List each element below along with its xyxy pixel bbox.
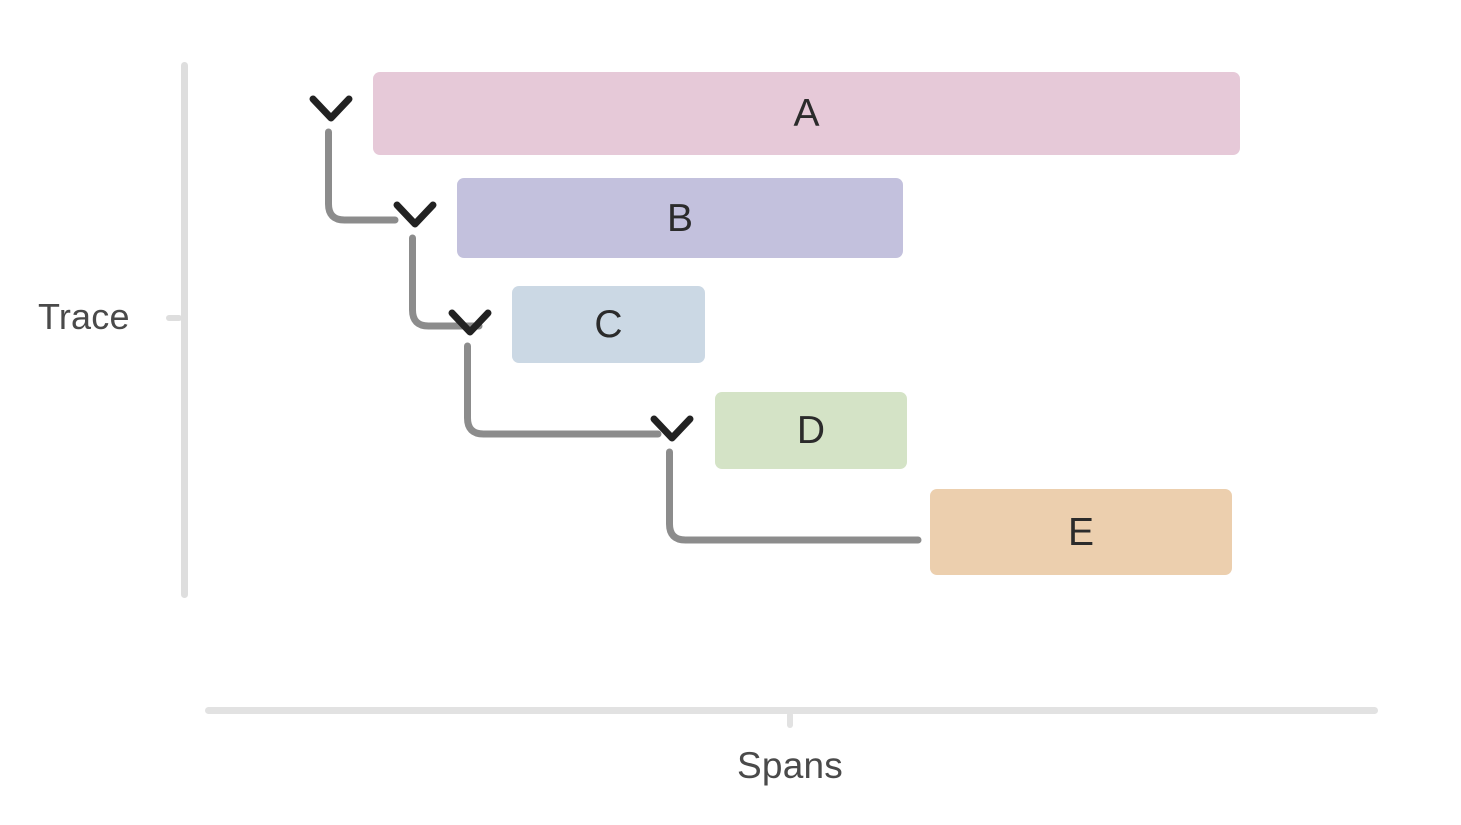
y-axis-line	[181, 62, 188, 598]
span-bar-b[interactable]: B	[457, 178, 903, 258]
span-bar-a[interactable]: A	[373, 72, 1240, 155]
y-axis-label: Trace	[38, 296, 130, 337]
span-bar-d[interactable]: D	[715, 392, 907, 469]
span-bar-c[interactable]: C	[512, 286, 705, 363]
span-label-d: D	[796, 409, 826, 452]
y-axis-tick	[166, 315, 182, 321]
x-axis-line	[205, 707, 1378, 714]
x-axis-tick	[787, 712, 793, 728]
x-axis-label: Spans	[737, 745, 843, 786]
span-bar-e[interactable]: E	[930, 489, 1232, 575]
span-label-b: B	[666, 196, 693, 240]
chevron-down-icon[interactable]	[308, 92, 354, 126]
connector-c-to-d	[464, 342, 662, 438]
span-label-e: E	[1067, 510, 1094, 554]
span-label-a: A	[793, 92, 820, 135]
chevron-down-icon[interactable]	[649, 412, 695, 446]
connector-a-to-b	[325, 128, 399, 224]
connector-b-to-c	[409, 234, 483, 330]
span-label-c: C	[594, 303, 623, 346]
connector-d-to-e	[666, 448, 922, 544]
chevron-down-icon[interactable]	[447, 306, 493, 340]
chevron-down-icon[interactable]	[392, 198, 438, 232]
